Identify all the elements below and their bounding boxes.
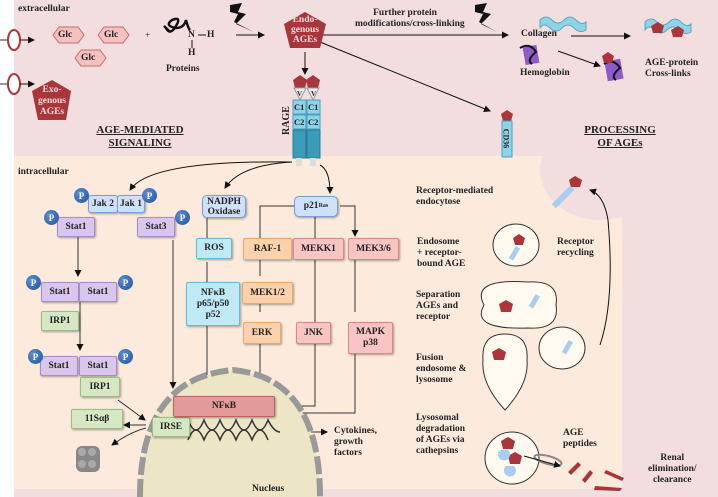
protein-n-label: N: [188, 30, 195, 40]
nucleus-label: Nucleus: [252, 484, 285, 494]
age-peptides-label: AGE peptides: [563, 428, 597, 449]
phosphate-icon: P: [74, 188, 89, 203]
fusion-endosome-lysosome-icon: [482, 333, 528, 411]
processing-step-label: Lysosomal degradation of AGEs via cathep…: [416, 413, 466, 456]
c2-domain-label: C2: [294, 117, 305, 127]
dna-helix-icon: [187, 417, 281, 443]
v-domain-label: V: [297, 90, 303, 98]
protein-icon: [163, 17, 191, 33]
stat1-box: Stat1: [79, 282, 117, 302]
protein-h-label: H: [207, 30, 215, 40]
glycated-hemoglobin-icon: [602, 52, 624, 82]
mekk1-box: MEKK1: [293, 238, 344, 260]
glucose-hexagon-icon: [52, 26, 130, 67]
processing-section-title: PROCESSING OF AGEs: [584, 124, 656, 149]
proteasome-icon: [76, 446, 100, 472]
phosphate-icon: P: [28, 349, 43, 364]
erk-box: ERK: [243, 322, 281, 344]
glc-label: Glc: [104, 30, 119, 40]
proteins-label: Proteins: [166, 64, 200, 74]
glc-label: Glc: [81, 53, 96, 63]
recycling-vesicle-icon: [538, 326, 586, 370]
crosslinks-label: AGE-protein Cross-links: [645, 58, 699, 79]
intracellular-label: intracellular: [18, 167, 69, 177]
stat1-box: Stat1: [57, 217, 95, 237]
mek36-box: MEK3/6: [348, 238, 399, 260]
endocytosed-receptor-icon: [551, 176, 582, 209]
membrane-channel-icon: [0, 29, 35, 95]
phosphate-icon: P: [26, 275, 41, 290]
stat3-box: Stat3: [137, 217, 175, 237]
hemoglobin-icon: [519, 44, 540, 66]
separating-endosome-icon: [480, 280, 557, 329]
irp1-box: IRP1: [80, 377, 120, 397]
glc-label: Glc: [58, 30, 73, 40]
c1-domain-label: C1: [308, 102, 319, 112]
c1-domain-label: C1: [294, 102, 305, 112]
endogenous-ages-label: Endo- genous AGEs: [291, 15, 319, 45]
phosphate-icon: P: [175, 210, 190, 225]
exogenous-ages-label: Exo- genous AGEs: [38, 85, 66, 117]
cd36-receptor-icon: [501, 120, 513, 158]
jak1-box: Jak 1: [117, 195, 145, 213]
stat1-box: Stat1: [79, 356, 117, 376]
exogenous-age-icon: [32, 80, 71, 120]
renal-elimination-label: Renal elimination/ clearance: [648, 453, 697, 485]
ros-box: ROS: [196, 238, 232, 259]
c2-domain-label: C2: [308, 117, 319, 127]
stat1-box: Stat1: [41, 282, 79, 302]
processing-step-label: Fusion endosome & lysosome: [416, 353, 467, 385]
processing-step-label: Separation AGEs and receptor: [416, 290, 461, 322]
irp1-box: IRP1: [41, 311, 79, 331]
jnk-box: JNK: [296, 322, 331, 344]
phosphate-icon: P: [118, 349, 133, 364]
cd36-label: CD36: [501, 128, 511, 149]
rage-receptor-icon: [292, 75, 321, 166]
receptor-recycling-arrow: [589, 188, 611, 346]
lightning-icon: [230, 3, 254, 32]
receptor-recycling-label: Receptor recycling: [557, 237, 594, 258]
processing-step-label: Endosome + receptor- bound AGE: [417, 237, 466, 269]
collagen-label: Collagen: [521, 29, 557, 39]
nadph-oxidase-box: NADPH Oxidase: [202, 195, 246, 218]
signaling-section-title: AGE-MEDIATED SIGNALING: [96, 124, 184, 149]
phosphate-icon: P: [118, 275, 133, 290]
v-domain-label: V: [311, 90, 317, 98]
lightning-icon: [475, 3, 497, 32]
cd36-age-icon: [501, 110, 513, 121]
peptide-vesicle-icon: [533, 453, 563, 467]
jak2-box: Jak 2: [88, 195, 118, 213]
nfkb-subunits-box: NFκB p65/p50 p52: [186, 282, 240, 326]
further-modifications-label: Further protein modifications/cross-link…: [355, 8, 465, 29]
11s-alpha-beta-box: 11Sαβ: [71, 409, 123, 429]
nfkb-box: NFκB: [173, 396, 275, 417]
processing-step-label: Receptor-mediated endocytose: [416, 186, 494, 207]
hemoglobin-label: Hemoglobin: [520, 68, 570, 78]
endogenous-age-icon: [284, 12, 326, 48]
extracellular-label: extracellular: [18, 4, 70, 14]
mek12-box: MEK1/2: [242, 282, 293, 304]
age-peptide-icon: [568, 462, 624, 491]
cytokines-label: Cytokines, growth factors: [334, 426, 378, 458]
mapk-p38-box: MAPK p38: [348, 322, 393, 354]
plus-sign: +: [145, 31, 151, 41]
collagen-icon: [539, 16, 587, 33]
rage-label: RAGE: [280, 106, 292, 135]
phosphate-icon: P: [44, 210, 59, 225]
raf1-box: RAF-1: [243, 238, 292, 260]
phosphate-icon: P: [142, 188, 157, 203]
irse-box: IRSE: [152, 417, 190, 437]
protein-h-label: H: [188, 48, 196, 58]
stat1-box: Stat1: [40, 356, 78, 376]
